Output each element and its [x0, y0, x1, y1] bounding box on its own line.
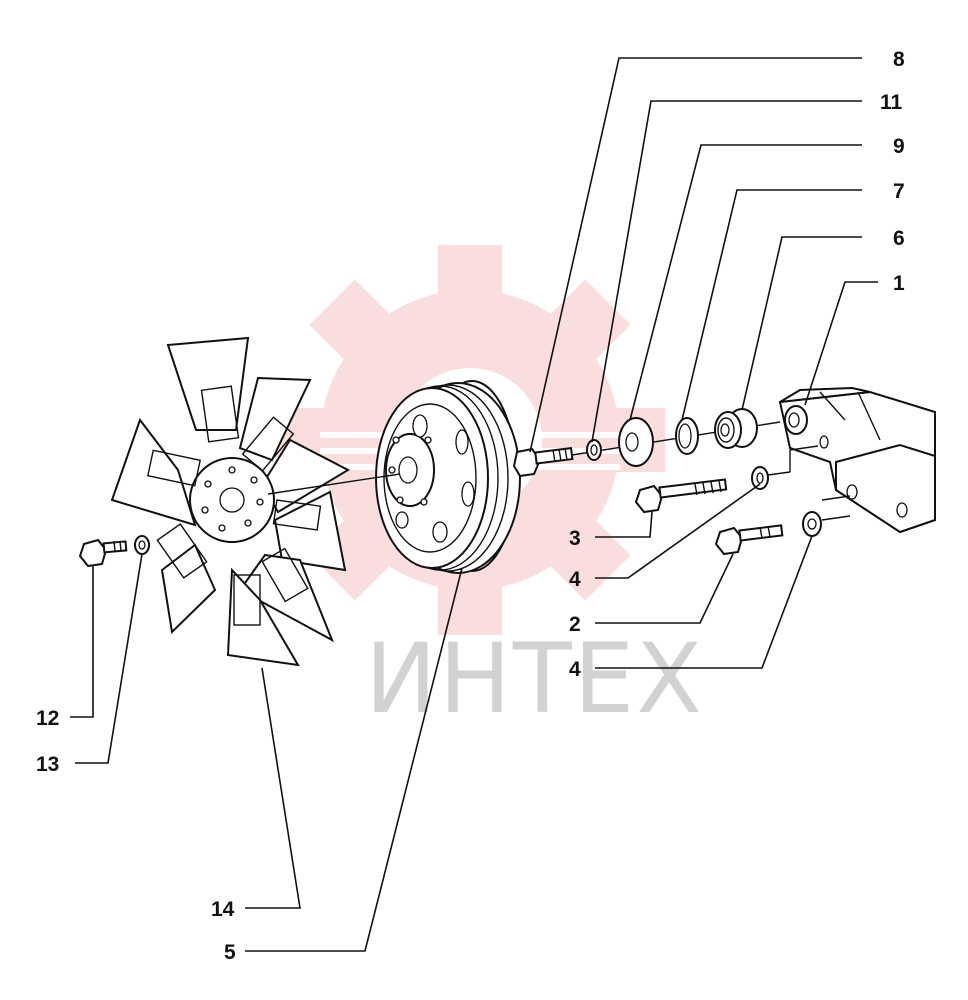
lock-washer [586, 439, 602, 461]
callout-9: 9 [893, 135, 905, 158]
fan-rivet-patches [146, 385, 322, 626]
snap-ring [675, 417, 699, 455]
callout-3: 3 [569, 527, 581, 550]
fan-blade [110, 417, 197, 527]
thrust-washer [618, 417, 654, 467]
callout-labels: 8 11 9 7 6 1 3 4 2 4 12 13 14 5 [36, 48, 905, 964]
callout-6: 6 [893, 227, 905, 250]
fan-hub-bolt-holes [201, 466, 264, 532]
callout-12: 12 [36, 707, 59, 730]
fan-bolt [78, 538, 128, 568]
washer-lower [802, 511, 822, 537]
callout-4-upper: 4 [569, 568, 581, 591]
fan-blade [238, 553, 334, 643]
fan-washer [134, 535, 150, 555]
callout-1: 1 [893, 272, 905, 295]
fan-center-hole [219, 487, 245, 513]
bracket-bolt-upper [634, 478, 728, 514]
callout-14: 14 [211, 898, 235, 921]
pulley-window-holes [395, 414, 475, 543]
callout-2: 2 [569, 613, 581, 636]
bracket-bolt-lower [714, 524, 784, 556]
callout-8: 8 [893, 48, 905, 71]
leader-lines [70, 57, 878, 952]
bearing [714, 408, 758, 449]
callout-13: 13 [36, 753, 59, 776]
fan-blade [226, 567, 300, 667]
callout-7: 7 [893, 180, 905, 203]
watermark-text: ИНТЕХ [365, 623, 704, 735]
callout-5: 5 [224, 941, 236, 964]
callout-11: 11 [880, 91, 903, 114]
fan-blade-assembly [110, 336, 351, 667]
fan-bracket [778, 386, 936, 534]
washer-upper [751, 466, 769, 490]
fan-blade [166, 336, 250, 431]
callout-4-lower: 4 [569, 658, 581, 681]
pulley-bolt [512, 447, 574, 478]
pulley [375, 380, 521, 574]
fan-blade [273, 490, 347, 572]
assembly-axis-line [267, 473, 401, 495]
